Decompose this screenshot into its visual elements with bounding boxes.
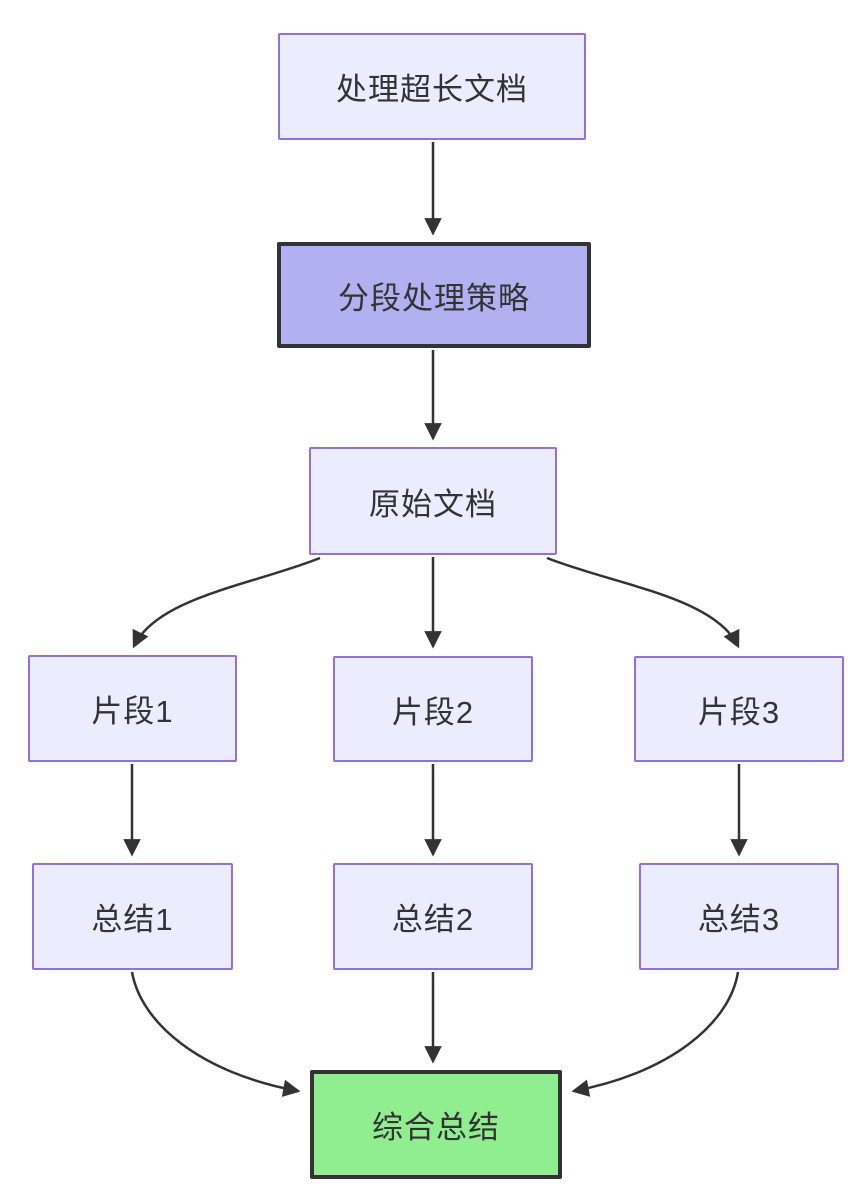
node-fragment-3: 片段3: [634, 656, 844, 762]
node-label: 原始文档: [369, 486, 497, 522]
node-process-long-document: 处理超长文档: [278, 33, 586, 140]
node-fragment-1: 片段1: [28, 655, 237, 762]
edge-original-to-frag1: [132, 556, 321, 649]
node-label: 分段处理策略: [338, 280, 530, 316]
node-summary-1: 总结1: [32, 863, 233, 970]
node-label: 总结3: [697, 902, 781, 937]
node-label: 片段1: [91, 694, 174, 729]
node-label: 综合总结: [372, 1110, 500, 1145]
node-segmentation-strategy: 分段处理策略: [277, 242, 591, 348]
node-label: 总结1: [91, 902, 174, 937]
node-original-document: 原始文档: [309, 447, 557, 555]
edge-sum3-to-final: [571, 971, 740, 1097]
node-label: 处理超长文档: [336, 72, 528, 107]
node-fragment-2: 片段2: [333, 656, 533, 762]
node-summary-3: 总结3: [639, 863, 839, 970]
node-label: 总结2: [391, 902, 475, 937]
edge-sum1-to-final: [130, 971, 301, 1097]
node-label: 片段3: [697, 694, 781, 730]
node-combined-summary: 综合总结: [310, 1070, 562, 1179]
node-summary-2: 总结2: [333, 863, 533, 970]
node-label: 片段2: [391, 694, 475, 730]
edge-original-to-frag3: [546, 556, 740, 649]
